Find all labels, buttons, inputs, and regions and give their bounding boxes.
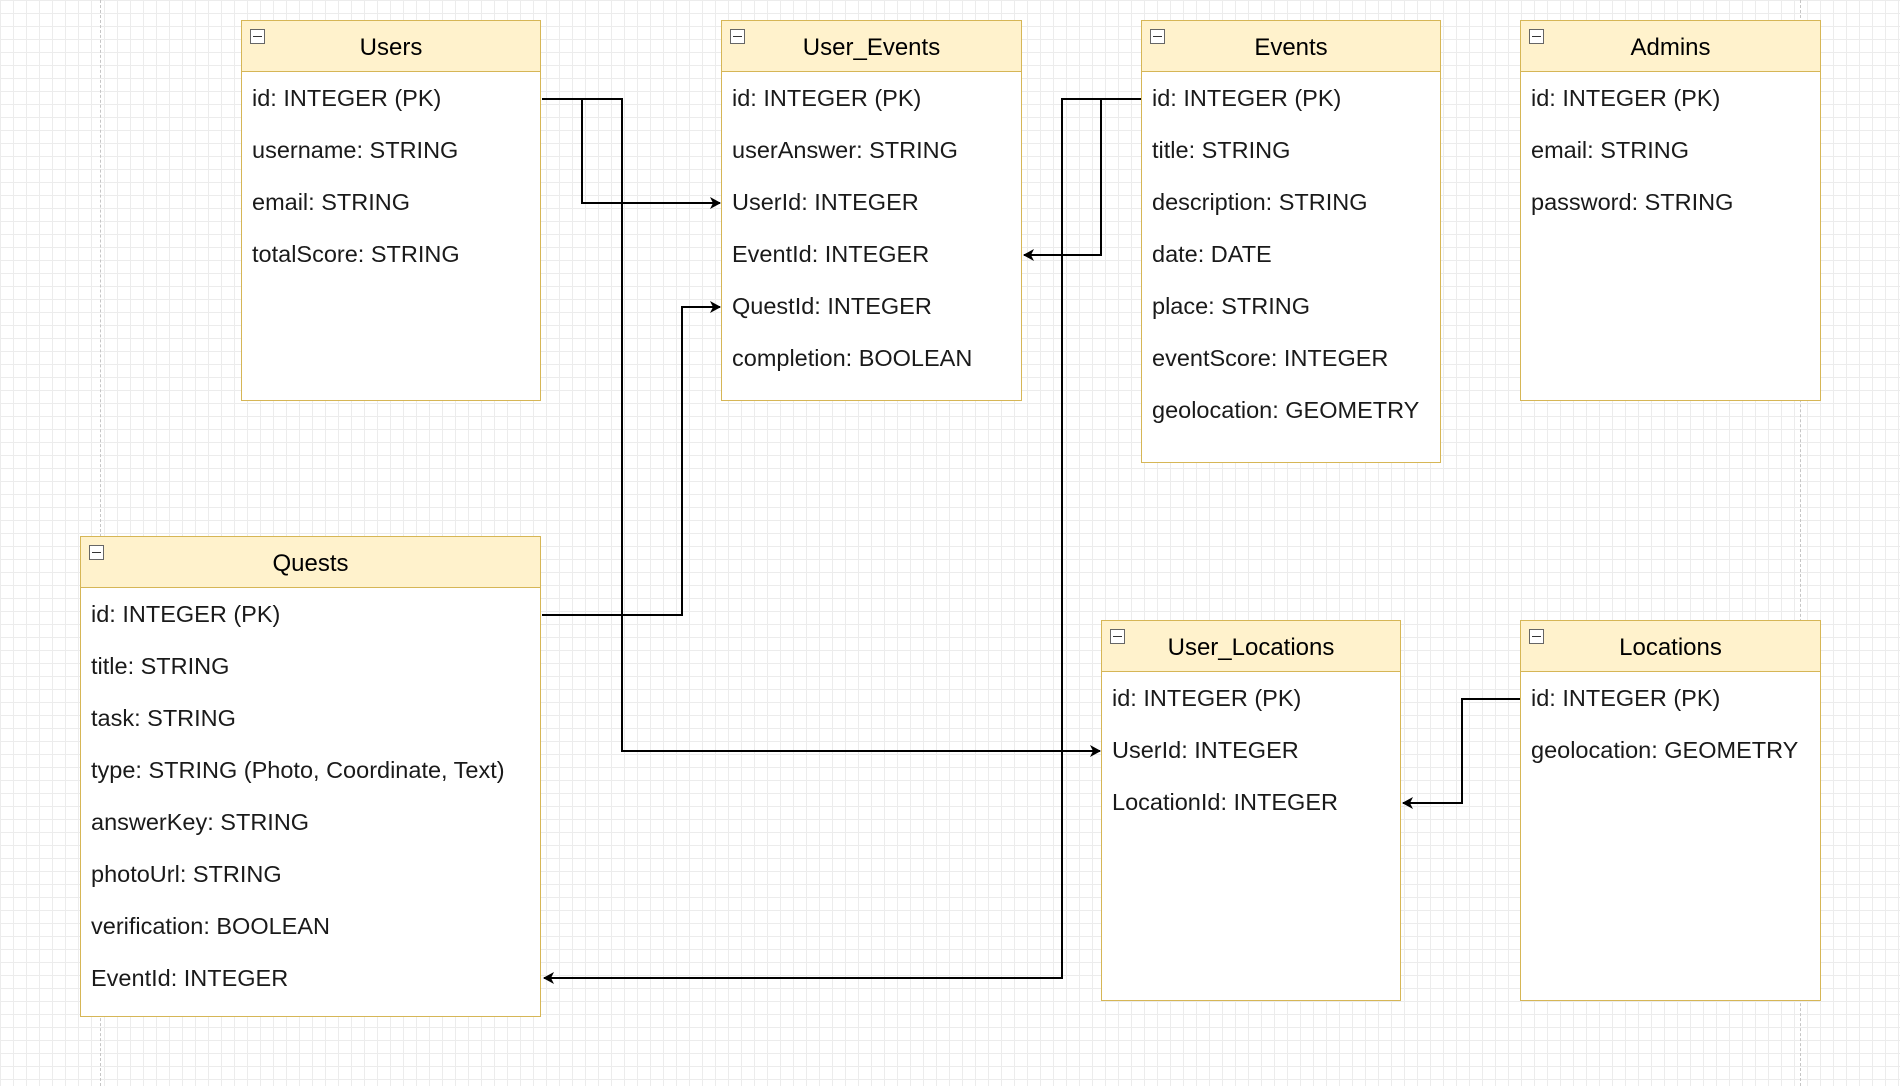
field-row[interactable]: description: STRING <box>1152 189 1368 215</box>
field-row[interactable]: completion: BOOLEAN <box>732 345 973 371</box>
field-row[interactable]: task: STRING <box>91 705 236 731</box>
field-row[interactable]: geolocation: GEOMETRY <box>1152 397 1420 423</box>
entity-header[interactable]: Quests <box>81 537 540 588</box>
field-list: id: INTEGER (PK) title: STRING descripti… <box>1142 72 1440 443</box>
entity-header[interactable]: Users <box>242 21 540 72</box>
connector-events-to-user-events[interactable] <box>1023 98 1141 261</box>
field-row[interactable]: QuestId: INTEGER <box>732 293 932 319</box>
field-row[interactable]: LocationId: INTEGER <box>1112 789 1338 815</box>
field-row[interactable]: totalScore: STRING <box>252 241 460 267</box>
entity-title: User_Locations <box>1167 634 1335 661</box>
entity-user-events[interactable]: User_Events id: INTEGER (PK) userAnswer:… <box>721 20 1022 401</box>
entity-title: Quests <box>272 550 349 577</box>
page-boundary-right <box>1800 0 1801 1086</box>
field-row[interactable]: userAnswer: STRING <box>732 137 958 163</box>
entity-header[interactable]: Events <box>1142 21 1440 72</box>
field-list: id: INTEGER (PK) userAnswer: STRING User… <box>722 72 1021 391</box>
entity-header[interactable]: Locations <box>1521 621 1820 672</box>
entity-title: Locations <box>1619 634 1722 661</box>
field-list: id: INTEGER (PK) geolocation: GEOMETRY <box>1521 672 1820 783</box>
field-row[interactable]: title: STRING <box>91 653 230 679</box>
entity-title: Admins <box>1630 34 1711 61</box>
entity-users[interactable]: Users id: INTEGER (PK) username: STRING … <box>241 20 541 401</box>
field-list: id: INTEGER (PK) title: STRING task: STR… <box>81 588 540 1011</box>
connector-locations-to-user-locations[interactable] <box>1402 698 1520 809</box>
field-list: id: INTEGER (PK) UserId: INTEGER Locatio… <box>1102 672 1400 835</box>
entity-title: User_Events <box>802 34 941 61</box>
collapse-icon[interactable] <box>89 545 104 560</box>
entity-events[interactable]: Events id: INTEGER (PK) title: STRING de… <box>1141 20 1441 463</box>
connector-quests-to-user-events[interactable] <box>542 301 721 616</box>
entity-title: Events <box>1254 34 1328 61</box>
entity-user-locations[interactable]: User_Locations id: INTEGER (PK) UserId: … <box>1101 620 1401 1001</box>
field-row[interactable]: email: STRING <box>252 189 410 215</box>
collapse-icon[interactable] <box>1529 629 1544 644</box>
field-row[interactable]: EventId: INTEGER <box>91 965 289 991</box>
field-row[interactable]: id: INTEGER (PK) <box>1152 85 1342 111</box>
field-row[interactable]: place: STRING <box>1152 293 1311 319</box>
field-row[interactable]: password: STRING <box>1531 189 1734 215</box>
field-row[interactable]: geolocation: GEOMETRY <box>1531 737 1799 763</box>
collapse-icon[interactable] <box>250 29 265 44</box>
collapse-icon[interactable] <box>1150 29 1165 44</box>
field-row[interactable]: title: STRING <box>1152 137 1291 163</box>
field-row[interactable]: email: STRING <box>1531 137 1689 163</box>
entity-title: Users <box>359 34 423 61</box>
connector-users-to-user-events[interactable] <box>542 98 721 209</box>
entity-quests[interactable]: Quests id: INTEGER (PK) title: STRING ta… <box>80 536 541 1017</box>
field-row[interactable]: id: INTEGER (PK) <box>732 85 922 111</box>
field-row[interactable]: id: INTEGER (PK) <box>252 85 442 111</box>
field-row[interactable]: verification: BOOLEAN <box>91 913 331 939</box>
entity-header[interactable]: Admins <box>1521 21 1820 72</box>
field-list: id: INTEGER (PK) email: STRING password:… <box>1521 72 1820 235</box>
field-row[interactable]: username: STRING <box>252 137 459 163</box>
field-row[interactable]: id: INTEGER (PK) <box>1531 85 1721 111</box>
field-row[interactable]: EventId: INTEGER <box>732 241 930 267</box>
field-row[interactable]: type: STRING (Photo, Coordinate, Text) <box>91 757 505 783</box>
entity-header[interactable]: User_Events <box>722 21 1021 72</box>
field-list: id: INTEGER (PK) username: STRING email:… <box>242 72 540 287</box>
field-row[interactable]: id: INTEGER (PK) <box>1531 685 1721 711</box>
field-row[interactable]: UserId: INTEGER <box>1112 737 1299 763</box>
collapse-icon[interactable] <box>1110 629 1125 644</box>
field-row[interactable]: id: INTEGER (PK) <box>1112 685 1302 711</box>
entity-header[interactable]: User_Locations <box>1102 621 1400 672</box>
field-row[interactable]: eventScore: INTEGER <box>1152 345 1389 371</box>
field-row[interactable]: id: INTEGER (PK) <box>91 601 281 627</box>
collapse-icon[interactable] <box>1529 29 1544 44</box>
collapse-icon[interactable] <box>730 29 745 44</box>
field-row[interactable]: photoUrl: STRING <box>91 861 282 887</box>
entity-locations[interactable]: Locations id: INTEGER (PK) geolocation: … <box>1520 620 1821 1001</box>
entity-admins[interactable]: Admins id: INTEGER (PK) email: STRING pa… <box>1520 20 1821 401</box>
field-row[interactable]: UserId: INTEGER <box>732 189 919 215</box>
field-row[interactable]: answerKey: STRING <box>91 809 310 835</box>
field-row[interactable]: date: DATE <box>1152 241 1272 267</box>
